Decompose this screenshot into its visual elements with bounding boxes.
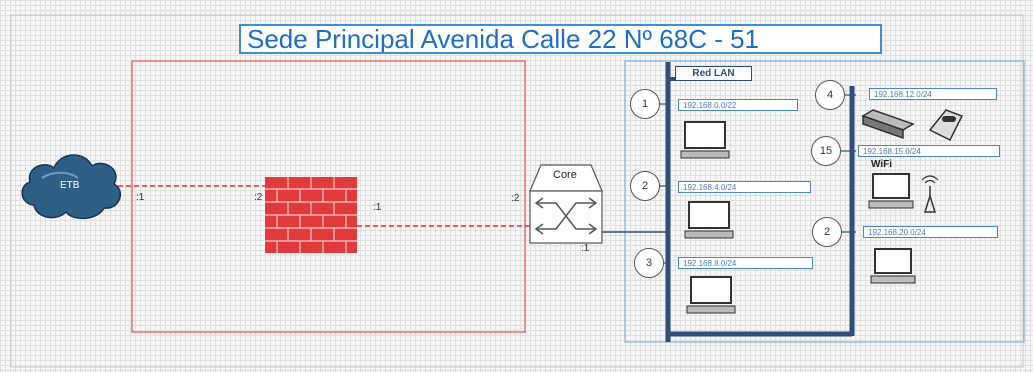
port-firewall-in: :2	[254, 192, 263, 203]
segment-number-badge: 15	[811, 136, 841, 166]
lan-zone	[624, 60, 1025, 343]
computer-icon	[684, 201, 734, 239]
computer-icon	[868, 173, 914, 209]
computer-icon	[686, 276, 736, 314]
ip-phone-icon	[928, 109, 964, 142]
core-switch-icon	[529, 164, 603, 244]
segment-number-badge: 2	[630, 171, 660, 201]
segment-number-badge: 1	[630, 89, 660, 119]
subnet-label: 192.168.8.0/24	[678, 257, 813, 269]
computer-icon	[870, 248, 916, 284]
segment-number-badge: 2	[812, 217, 842, 247]
wifi-access-point-icon	[921, 175, 939, 213]
firewall-icon	[265, 177, 357, 253]
security-zone	[131, 60, 526, 333]
page-title: Sede Principal Avenida Calle 22 Nº 68C -…	[239, 24, 882, 54]
etb-cloud-icon	[21, 154, 122, 220]
subnet-label: 192.168.20.0/24	[863, 226, 998, 238]
wifi-label: WiFi	[871, 159, 893, 170]
port-cloud-out: :1	[136, 192, 145, 203]
subnet-label: 192.168.4.0/24	[678, 181, 811, 193]
subnet-label: 192.168.15.0/24	[858, 145, 1000, 157]
core-label: Core	[553, 169, 577, 181]
cloud-label: ETB	[60, 180, 80, 191]
port-core-out: :1	[581, 243, 590, 254]
lan-label: Red LAN	[675, 66, 752, 81]
voip-gateway-icon	[861, 109, 915, 140]
subnet-label: 192.168.0.0/22	[678, 99, 798, 111]
segment-number-badge: 3	[634, 248, 664, 278]
segment-number-badge: 4	[815, 80, 845, 110]
subnet-label: 192.168.12.0/24	[869, 88, 997, 100]
computer-icon	[680, 121, 730, 159]
port-firewall-out: :1	[373, 202, 382, 213]
diagram-frame	[10, 14, 1024, 368]
port-core-in: :2	[511, 193, 520, 204]
